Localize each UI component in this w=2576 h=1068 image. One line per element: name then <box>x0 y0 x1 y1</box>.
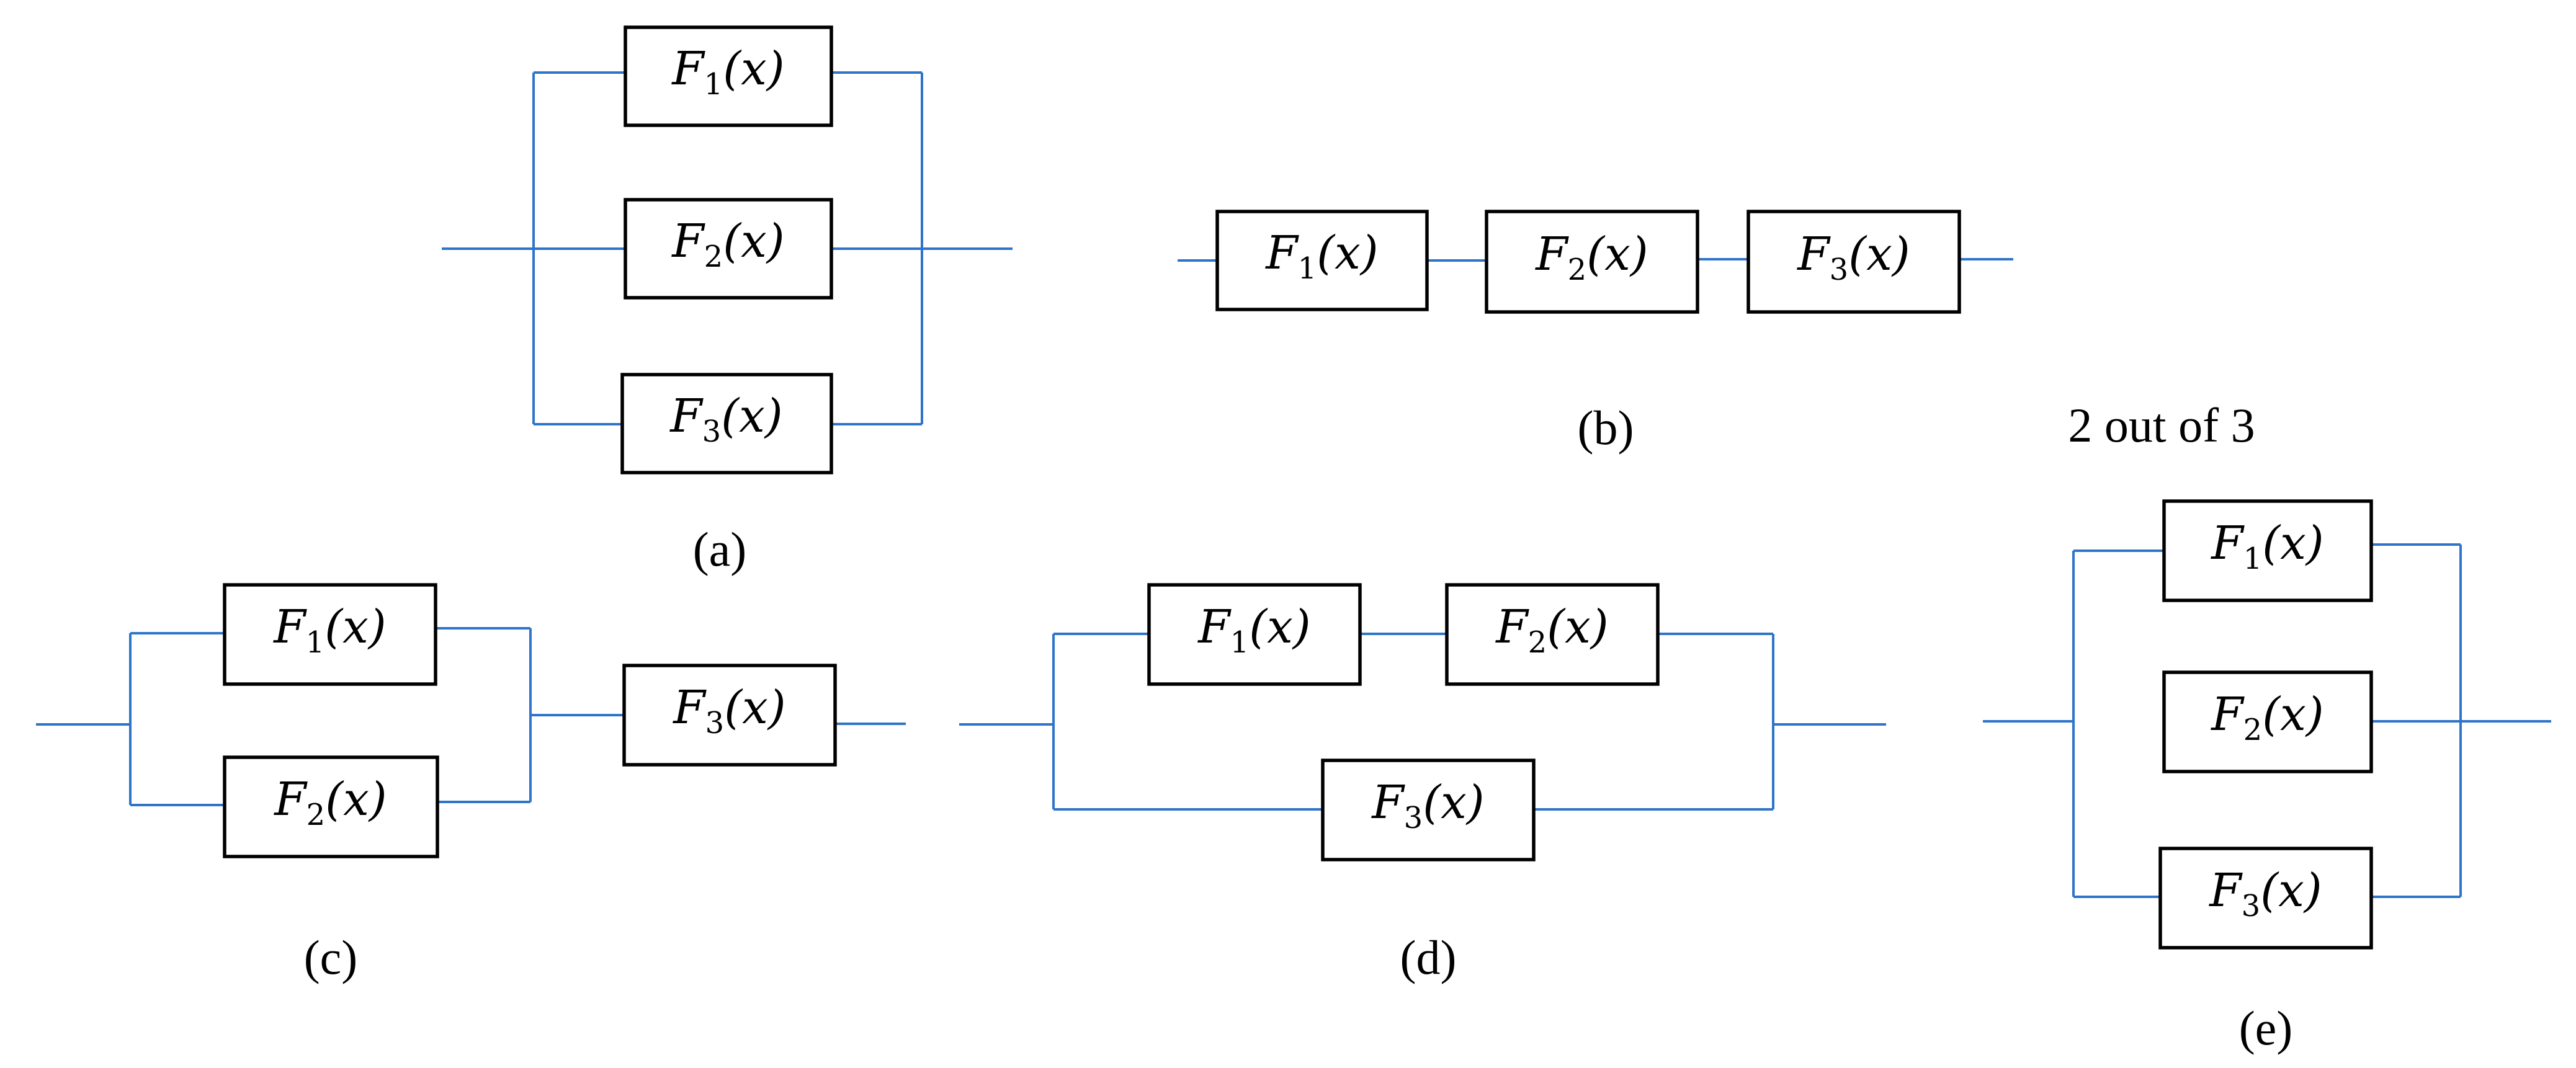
panel-a: F1(x) F2(x) F3(x) (a) <box>442 25 1013 576</box>
panel-e-block-2: F2(x) <box>2162 670 2373 773</box>
svg-text:F3(x): F3(x) <box>1796 228 1910 287</box>
panel-d: F1(x) F2(x) F3(x) (d) <box>959 583 1886 984</box>
panel-b-caption: (b) <box>1578 401 1634 455</box>
panel-b-block-1: F1(x) <box>1215 210 1429 311</box>
panel-a-block-1: F1(x) <box>624 25 833 127</box>
svg-text:F3(x): F3(x) <box>2208 864 2322 923</box>
panel-b-wires <box>1178 258 2013 262</box>
panel-c: F1(x) F2(x) F3(x) (c) <box>36 583 906 984</box>
panel-e-block-1: F1(x) <box>2162 499 2373 602</box>
panel-a-block-3: F3(x) <box>620 373 833 474</box>
panel-d-block-2: F2(x) <box>1445 583 1660 686</box>
panel-d-block-3: F3(x) <box>1321 759 1536 861</box>
panel-c-block-1: F1(x) <box>223 583 437 686</box>
panel-b-block-3: F3(x) <box>1746 210 1961 314</box>
svg-text:F2(x): F2(x) <box>273 773 387 832</box>
panel-e: 2 out of 3 F1(x) F2(x) F3(x) (e) <box>1983 398 2551 1055</box>
panel-e-wires <box>1983 543 2551 898</box>
panel-a-block-2: F2(x) <box>624 198 833 300</box>
panel-e-annotation: 2 out of 3 <box>2068 398 2255 452</box>
svg-text:F1(x): F1(x) <box>1197 600 1310 660</box>
panel-e-caption: (e) <box>2239 1001 2293 1055</box>
panel-b: F1(x) F2(x) F3(x) (b) <box>1178 210 2013 455</box>
panel-a-caption: (a) <box>693 522 747 576</box>
panel-d-caption: (d) <box>1400 930 1457 984</box>
svg-text:F2(x): F2(x) <box>671 215 784 274</box>
svg-text:F2(x): F2(x) <box>1495 600 1608 660</box>
panel-b-block-2: F2(x) <box>1485 210 1699 314</box>
panel-c-wires <box>36 627 906 806</box>
svg-text:F1(x): F1(x) <box>1264 226 1378 286</box>
panel-e-block-3: F3(x) <box>2158 847 2373 950</box>
panel-c-block-3: F3(x) <box>622 664 837 767</box>
panel-a-wires <box>442 71 1013 425</box>
svg-text:F3(x): F3(x) <box>669 389 782 449</box>
panel-c-caption: (c) <box>304 930 358 984</box>
panel-d-wires <box>959 633 1886 811</box>
svg-text:F1(x): F1(x) <box>671 42 784 102</box>
svg-text:F3(x): F3(x) <box>1371 776 1484 835</box>
svg-text:F3(x): F3(x) <box>672 681 785 741</box>
svg-text:F1(x): F1(x) <box>2210 517 2323 576</box>
panel-d-block-1: F1(x) <box>1147 583 1362 686</box>
svg-text:F2(x): F2(x) <box>1534 228 1648 287</box>
svg-text:F1(x): F1(x) <box>272 600 386 660</box>
svg-text:F2(x): F2(x) <box>2210 688 2323 747</box>
panel-c-block-2: F2(x) <box>223 755 439 858</box>
